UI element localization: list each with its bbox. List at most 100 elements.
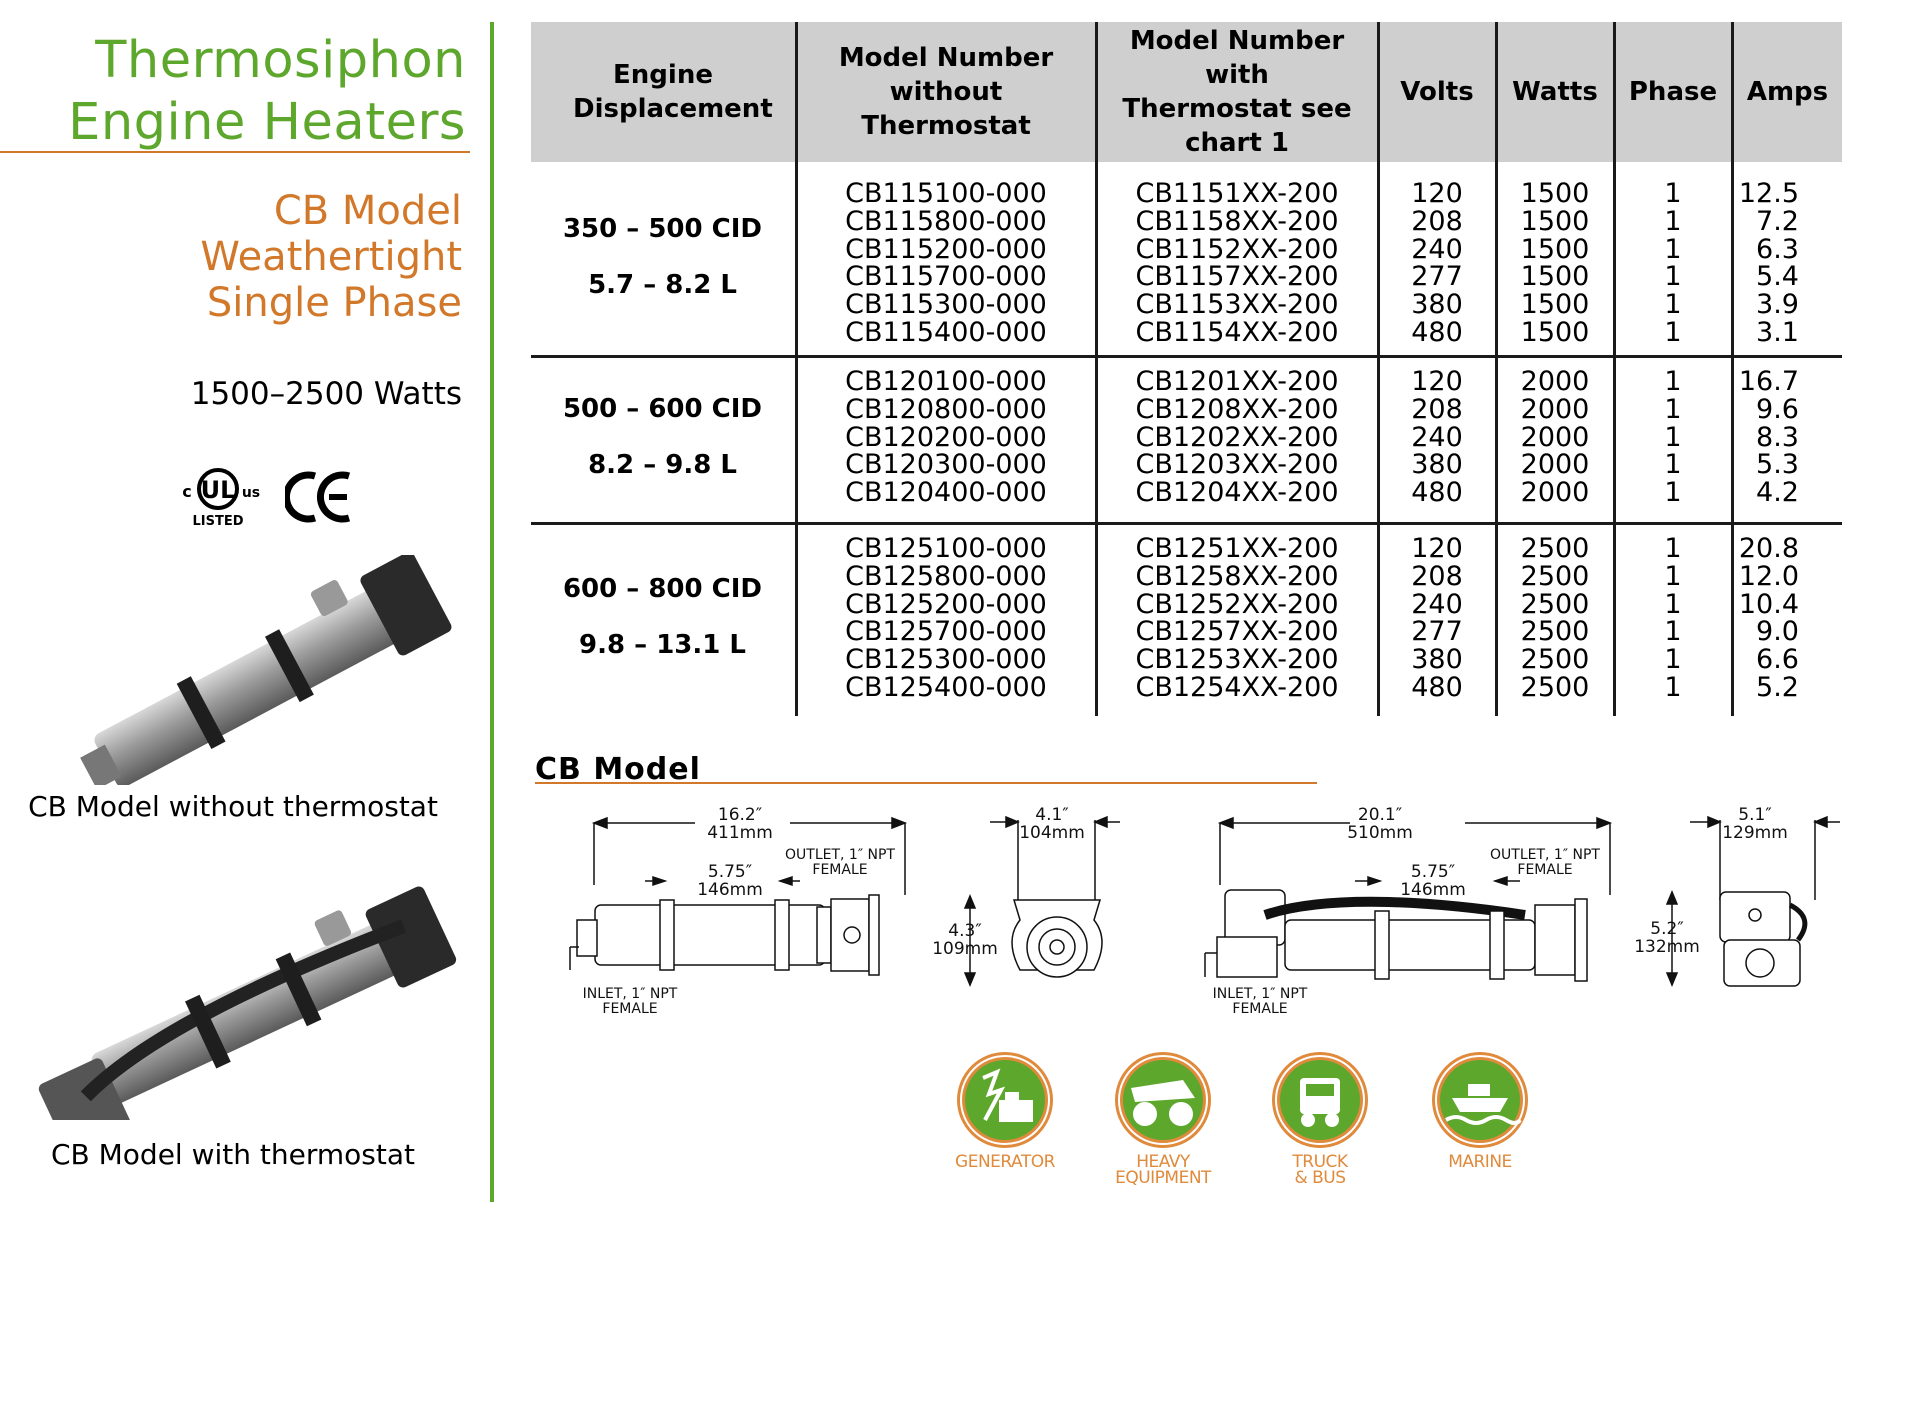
generator-icon (957, 1052, 1053, 1148)
cell-volts: 277 (1411, 261, 1463, 293)
app-generator-label-1: GENERATOR (955, 1152, 1055, 1172)
cell-amps: 4.2 (1756, 477, 1799, 509)
cell-watts: 1500 (1520, 205, 1590, 237)
cell-amps: 20.8 (1738, 533, 1799, 564)
ul-us: us (242, 485, 260, 501)
cell-with: CB1251XX-200 (1135, 533, 1339, 564)
cell-volts: 277 (1411, 616, 1463, 648)
cell-amps: 12.0 (1738, 560, 1799, 592)
heavy-equipment-icon (1115, 1052, 1211, 1148)
col-divider (1495, 22, 1498, 716)
cell-without: CB125700-000 (845, 616, 1047, 648)
cell-without: CB120400-000 (845, 477, 1047, 509)
cell-with: CB1253XX-200 (1135, 644, 1339, 676)
cell-amps: 7.2 (1756, 205, 1799, 237)
dim-b-end-height-in: 5.2″ (1650, 919, 1684, 939)
dim-b-end-width-in: 5.1″ (1738, 805, 1772, 825)
header-displacement: Engine Displacement (573, 60, 773, 124)
cell-phase: 1 (1664, 289, 1682, 321)
marine-icon (1432, 1052, 1528, 1148)
cell-with: CB1152XX-200 (1135, 233, 1339, 265)
cell-amps: 12.5 (1738, 178, 1799, 209)
app-truck-bus-label-2: & BUS (1294, 1168, 1346, 1188)
cell-amps: 6.3 (1756, 233, 1799, 265)
dim-a-end-height: 4.3″ 109mm (930, 922, 1000, 958)
cell-amps: 8.3 (1756, 421, 1799, 453)
cell-without: CB125400-000 (845, 672, 1047, 703)
header-phase: Phase (1628, 77, 1718, 107)
cell-with: CB1201XX-200 (1135, 366, 1339, 397)
note-a-outlet-1: OUTLET, 1″ NPT (785, 847, 895, 863)
ce-mark-icon (285, 471, 351, 523)
app-heavy-equipment: HEAVY EQUIPMENT (1098, 1050, 1228, 1188)
cell-phase: 1 (1664, 421, 1682, 453)
subtitle: CB Model Weathertight Single Phase (0, 188, 462, 326)
displacement-cid: 350 – 500 CID (562, 214, 763, 244)
ul-c: c (182, 482, 191, 501)
cell-volts: 208 (1411, 393, 1463, 425)
cell-without: CB125300-000 (845, 644, 1047, 676)
cell-phase: 1 (1664, 477, 1682, 509)
cell-phase: 1 (1664, 317, 1682, 348)
cell-amps: 6.6 (1756, 644, 1799, 676)
heater-without-thermostat-image (80, 555, 452, 785)
note-b-inlet-2: FEMALE (1232, 1001, 1288, 1017)
cell-with: CB1202XX-200 (1135, 421, 1339, 453)
dim-a-end-width-mm: 104mm (1019, 823, 1085, 843)
cell-with: CB1203XX-200 (1135, 449, 1339, 481)
title-line-2: Engine Heaters (68, 93, 466, 152)
subtitle-line-2: Weathertight (200, 234, 462, 280)
displacement-cid: 500 – 600 CID (562, 394, 763, 424)
cell-watts: 2000 (1520, 449, 1590, 481)
drawings-underline (535, 782, 1317, 784)
dim-a-clamp-mm: 146mm (697, 880, 763, 900)
app-marine-label-1: MARINE (1448, 1152, 1512, 1172)
cell-amps: 5.4 (1756, 261, 1799, 293)
dim-a-length-in: 16.2″ (717, 805, 763, 825)
header-amps: Amps (1746, 77, 1829, 107)
dim-b-clamp: 5.75″ 146mm (1383, 863, 1483, 899)
watts-range: 1500–2500 Watts (190, 376, 462, 412)
cell-watts: 2500 (1520, 560, 1590, 592)
cell-with: CB1208XX-200 (1135, 393, 1339, 425)
dim-b-length-in: 20.1″ (1357, 805, 1403, 825)
dim-b-end-width: 5.1″ 129mm (1705, 806, 1805, 842)
cell-without: CB120100-000 (845, 366, 1047, 397)
dim-a-length: 16.2″ 411mm (690, 806, 790, 842)
cell-without: CB120800-000 (845, 393, 1047, 425)
cell-phase: 1 (1664, 588, 1682, 620)
cell-without: CB120200-000 (845, 421, 1047, 453)
caption-without-thermostat: CB Model without thermostat (28, 790, 438, 823)
app-truck-bus-label: TRUCK & BUS (1255, 1154, 1385, 1188)
dim-b-end-width-mm: 129mm (1722, 823, 1788, 843)
ul-listed-icon: UL c us LISTED (182, 468, 260, 529)
cell-phase: 1 (1664, 672, 1682, 703)
cell-amps: 9.6 (1756, 393, 1799, 425)
cell-with: CB1204XX-200 (1135, 477, 1339, 509)
title-line-1: Thermosiphon (95, 31, 466, 90)
cell-watts: 1500 (1520, 261, 1590, 293)
cell-volts: 480 (1411, 317, 1463, 348)
displacement-cid: 600 – 800 CID (562, 574, 763, 604)
cell-with: CB1254XX-200 (1135, 672, 1339, 703)
cell-volts: 380 (1411, 289, 1463, 321)
cell-watts: 1500 (1520, 178, 1590, 209)
note-a-inlet: INLET, 1″ NPT FEMALE (565, 987, 695, 1017)
spec-table: Engine Displacement Model Number without… (531, 22, 1842, 716)
subtitle-line-3: Single Phase (206, 280, 462, 326)
cell-amps: 5.2 (1756, 672, 1799, 703)
cell-volts: 380 (1411, 644, 1463, 676)
app-heavy-equipment-label-2: EQUIPMENT (1115, 1168, 1211, 1188)
cell-watts: 2500 (1520, 588, 1590, 620)
drawing-with-thermostat-end (1665, 815, 1840, 987)
heater-with-thermostat-image (38, 886, 457, 1120)
cell-phase: 1 (1664, 205, 1682, 237)
header-watts: Watts (1512, 77, 1598, 107)
title-underline (0, 151, 470, 153)
cell-phase: 1 (1664, 533, 1682, 564)
note-a-inlet-1: INLET, 1″ NPT (582, 986, 678, 1002)
cell-with: CB1258XX-200 (1135, 560, 1339, 592)
dim-b-clamp-in: 5.75″ (1410, 862, 1456, 882)
cell-amps: 10.4 (1738, 588, 1799, 620)
subtitle-line-1: CB Model (273, 188, 462, 234)
